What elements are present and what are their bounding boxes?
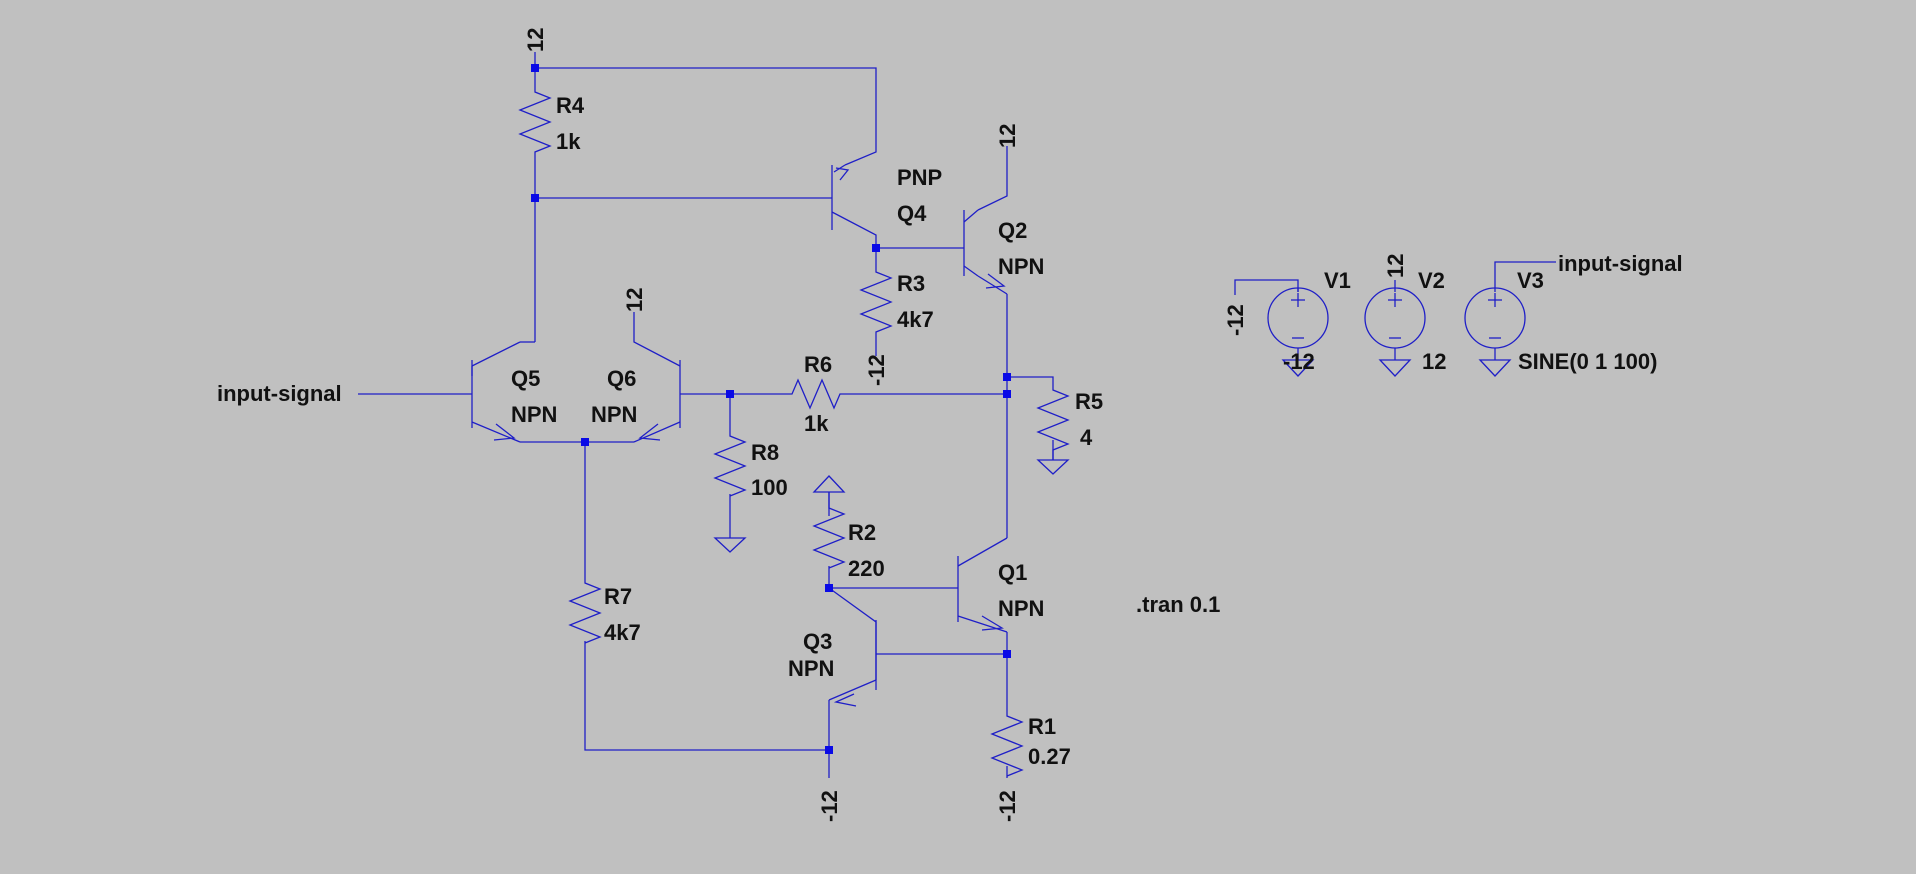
net-label-r3-supply: -12 (864, 354, 889, 386)
source-v2-symbol[interactable] (1364, 287, 1426, 360)
net-label-input-left: input-signal (217, 381, 342, 406)
net-label-q2-supply: 12 (995, 124, 1020, 148)
label-r4-name: R4 (556, 93, 585, 118)
label-q5-type: NPN (511, 402, 557, 427)
label-r4-value: 1k (556, 129, 581, 154)
label-r8-value: 100 (751, 475, 788, 500)
resistor-r6-symbol[interactable] (786, 378, 844, 410)
ground-icons (713, 359, 1512, 553)
resistor-r4-symbol[interactable] (518, 82, 552, 158)
resistor-r5-symbol[interactable] (1036, 382, 1070, 460)
net-label-q3-supply: -12 (817, 790, 842, 822)
net-label-r1-supply: -12 (995, 790, 1020, 822)
label-q2-name: Q2 (998, 218, 1027, 243)
label-q6-name: Q6 (607, 366, 636, 391)
label-q4-type: PNP (897, 165, 942, 190)
transistor-q2-symbol[interactable] (963, 209, 1006, 289)
label-q6-type: NPN (591, 402, 637, 427)
label-r3-value: 4k7 (897, 307, 934, 332)
resistor-r8-symbol[interactable] (713, 428, 747, 497)
label-q3-type: NPN (788, 656, 834, 681)
junction-dots (531, 64, 1011, 754)
label-r2-value: 220 (848, 556, 885, 581)
resistor-r1-symbol[interactable] (990, 708, 1024, 777)
resistor-r2-symbol[interactable] (812, 492, 846, 569)
label-r7-name: R7 (604, 584, 632, 609)
label-r6-name: R6 (804, 352, 832, 377)
net-label-r4-supply: 12 (523, 28, 548, 52)
label-q1-type: NPN (998, 596, 1044, 621)
label-v3-name: V3 (1517, 268, 1544, 293)
label-v2-name: V2 (1418, 268, 1445, 293)
label-q2-type: NPN (998, 254, 1044, 279)
transistor-q6-symbol[interactable] (638, 360, 681, 441)
label-v3-value: SINE(0 1 100) (1518, 349, 1657, 374)
label-r1-value: 0.27 (1028, 744, 1071, 769)
label-r8-name: R8 (751, 440, 779, 465)
label-v1-value: -12 (1283, 349, 1315, 374)
source-v3-symbol[interactable] (1464, 287, 1526, 360)
label-r1-name: R1 (1028, 714, 1056, 739)
net-label-input-v3: input-signal (1558, 251, 1683, 276)
label-r6-value: 1k (804, 411, 829, 436)
transistor-q1-symbol[interactable] (957, 556, 1005, 631)
source-v1-symbol[interactable] (1267, 287, 1329, 360)
label-v2-value: 12 (1422, 349, 1446, 374)
spice-directive[interactable]: .tran 0.1 (1136, 592, 1220, 617)
resistor-r7-symbol[interactable] (568, 575, 602, 644)
label-q4-name: Q4 (897, 201, 927, 226)
label-r3-name: R3 (897, 271, 925, 296)
net-label-v1-terminal: -12 (1223, 304, 1248, 336)
label-v1-name: V1 (1324, 268, 1351, 293)
transistor-q4-symbol[interactable] (831, 164, 850, 230)
net-label-v2-terminal: 12 (1383, 254, 1408, 278)
transistor-q5-symbol[interactable] (471, 360, 516, 441)
net-label-q6-supply: 12 (622, 288, 647, 312)
label-r5-name: R5 (1075, 389, 1103, 414)
label-r7-value: 4k7 (604, 620, 641, 645)
label-q1-name: Q1 (998, 560, 1027, 585)
resistor-r3-symbol[interactable] (859, 264, 893, 340)
label-q3-name: Q3 (803, 629, 832, 654)
transistor-q3-symbol[interactable] (833, 620, 877, 707)
label-q5-name: Q5 (511, 366, 540, 391)
label-r5-value: 4 (1080, 425, 1093, 450)
label-r2-name: R2 (848, 520, 876, 545)
